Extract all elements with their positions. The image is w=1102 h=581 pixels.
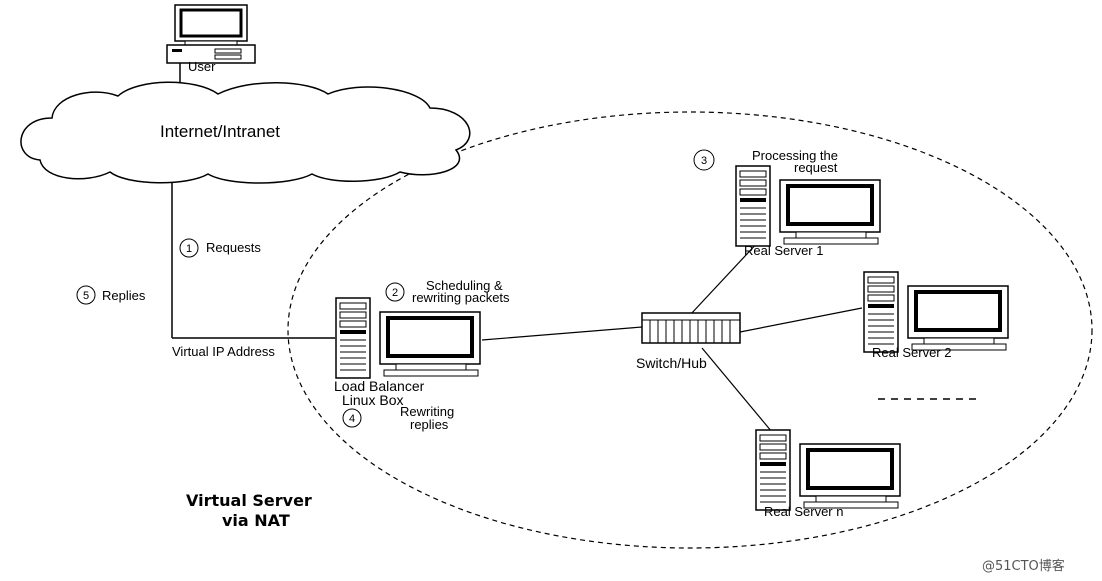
processing-label: Processing the (752, 148, 838, 163)
switch-to-servern-link (701, 347, 773, 433)
diagram-caption-line-2: via NAT (222, 511, 290, 530)
replies-label: Replies (102, 288, 146, 303)
real-server-1-label: Real Server 1 (744, 243, 823, 258)
rewriting-packets-label: rewriting packets (412, 290, 510, 305)
step-2-marker (385, 282, 405, 302)
real-server-1-icon (734, 164, 882, 248)
balancer-to-switch-link (481, 326, 643, 341)
switch-to-server1-link (689, 239, 761, 316)
real-server-n-icon (754, 428, 902, 512)
switch-to-server2-link (739, 307, 863, 333)
linux-box-label: Linux Box (342, 392, 403, 408)
switch-label: Switch/Hub (636, 355, 707, 371)
load-balancer-label: Load Balancer (334, 378, 425, 394)
replies-step-label: replies (410, 417, 449, 432)
step-3-number: 3 (701, 155, 707, 167)
rewriting-replies-label: Rewriting (400, 404, 454, 419)
cluster-boundary (287, 111, 1093, 549)
switch-hub-icon (641, 312, 741, 344)
request-label: request (794, 160, 838, 175)
step-1-marker (179, 238, 199, 258)
scheduling-label: Scheduling & (426, 278, 503, 293)
step-4-number: 4 (349, 413, 355, 425)
step-5-number: 5 (83, 290, 89, 302)
step-4-marker (342, 408, 362, 428)
real-server-2-label: Real Server 2 (872, 345, 951, 360)
cloud-label: Internet/Intranet (160, 122, 280, 141)
real-server-n-label: Real Server n (764, 504, 843, 519)
requests-label: Requests (206, 240, 261, 255)
user-computer-icon (165, 3, 257, 65)
diagram-caption-line-1: Virtual Server (186, 491, 312, 510)
internet-cloud-icon (20, 81, 471, 184)
load-balancer-server-icon (334, 296, 482, 380)
user-label: User (188, 59, 216, 74)
step-2-number: 2 (392, 287, 398, 299)
virtual-ip-label: Virtual IP Address (172, 344, 275, 359)
real-server-2-icon (862, 270, 1010, 354)
step-1-number: 1 (186, 243, 192, 255)
watermark-text: @51CTO博客 (982, 558, 1065, 574)
step-3-marker (693, 149, 715, 171)
step-5-marker (76, 285, 96, 305)
